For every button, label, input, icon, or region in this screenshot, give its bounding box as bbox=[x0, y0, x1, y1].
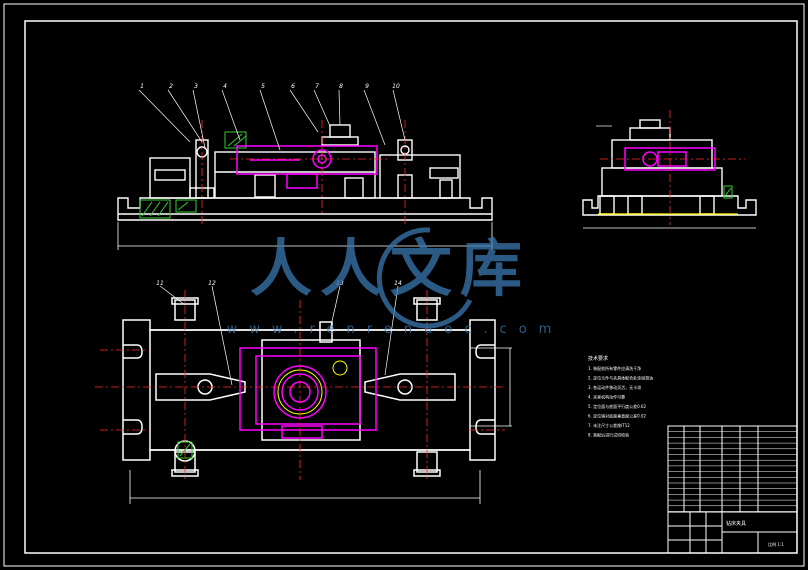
part-label: 8 bbox=[339, 83, 343, 90]
note-line: 2. 定位元件与夹具体配合处涂润滑油 bbox=[588, 375, 653, 381]
note-line: 5. 定位面与底面平行度公差0.02 bbox=[588, 403, 646, 409]
drawing-title: 钻床夹具 bbox=[726, 520, 746, 527]
title-block-rows bbox=[668, 431, 797, 512]
part-label: 11 bbox=[156, 280, 164, 287]
part-label: 13 bbox=[336, 280, 344, 287]
note-line: 8. 装配后进行试切检验 bbox=[588, 432, 629, 438]
part-label: 14 bbox=[394, 280, 402, 287]
part-label: 1 bbox=[140, 83, 144, 90]
watermark-main-text: 人人文库 bbox=[250, 232, 530, 305]
note-line: 7. 未注尺寸公差按IT12 bbox=[588, 422, 630, 428]
part-label: 12 bbox=[208, 280, 216, 287]
watermark-url: www.renrendoc.com bbox=[227, 322, 564, 337]
part-labels-top: 1 2 3 4 5 6 7 8 9 10 bbox=[140, 83, 400, 90]
front-view bbox=[117, 124, 493, 250]
watermark: 人人文库 www.renrendoc.com bbox=[227, 227, 564, 337]
part-label: 3 bbox=[194, 83, 198, 90]
side-view-centerlines bbox=[600, 110, 745, 225]
part-label: 4 bbox=[223, 83, 227, 90]
side-view bbox=[582, 119, 757, 229]
part-label: 2 bbox=[169, 83, 173, 90]
watermark-logo-arc bbox=[376, 227, 473, 329]
title-block bbox=[667, 425, 798, 554]
technical-notes: 技术要求 1. 装配前所有零件应清洗干净 2. 定位元件与夹具体配合处涂润滑油 3. … bbox=[588, 355, 653, 438]
part-label: 7 bbox=[315, 83, 319, 90]
note-line: 4. 夹紧机构动作可靠 bbox=[588, 394, 625, 400]
plan-view bbox=[122, 297, 512, 504]
side-view-hatch bbox=[723, 185, 733, 199]
notes-title: 技术要求 bbox=[588, 355, 608, 362]
note-line: 6. 定位销对底面垂直度公差0.02 bbox=[588, 413, 646, 419]
front-view-centerlines bbox=[201, 120, 406, 225]
part-labels-bottom: 11 12 13 14 bbox=[156, 280, 402, 287]
note-line: 1. 装配前所有零件应清洗干净 bbox=[588, 365, 641, 371]
leader-lines-top bbox=[138, 89, 406, 151]
part-label: 10 bbox=[392, 83, 400, 90]
outer-border bbox=[3, 3, 805, 567]
front-view-hatch bbox=[139, 131, 247, 219]
leader-lines-bottom bbox=[159, 285, 399, 386]
part-label: 9 bbox=[365, 83, 369, 90]
scale-label: 比例 1:1 bbox=[768, 541, 784, 547]
note-line: 3. 各运动件移动灵活，无卡滞 bbox=[588, 384, 641, 390]
part-label: 6 bbox=[291, 83, 295, 90]
part-label: 5 bbox=[261, 83, 265, 90]
plan-view-workpiece bbox=[239, 347, 377, 439]
inner-border bbox=[24, 20, 798, 554]
plan-view-centerlines bbox=[95, 290, 505, 480]
